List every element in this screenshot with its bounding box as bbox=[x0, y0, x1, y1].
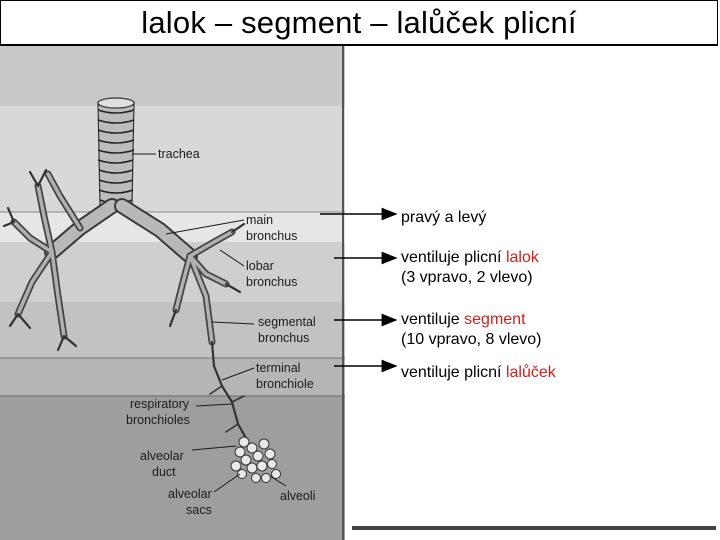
label-segmental-bronchus: bronchus bbox=[258, 331, 309, 345]
leader-lines bbox=[132, 153, 287, 493]
label-segmental: segmental bbox=[258, 315, 316, 329]
label-alveolar-2: alveolar bbox=[168, 487, 212, 501]
pointer-arrows bbox=[320, 190, 400, 390]
title-bar: lalok – segment – lalůček plicní bbox=[0, 0, 718, 46]
label-lobar: lobar bbox=[246, 259, 274, 273]
note-lobar-highlight: lalok bbox=[505, 249, 539, 266]
note-lobar: ventiluje plicní lalok (3 vpravo, 2 vlev… bbox=[401, 248, 539, 288]
note-main-text: pravý a levý bbox=[401, 209, 487, 226]
note-lobule-highlight: lalůček bbox=[505, 364, 556, 381]
note-segment-prefix: ventiluje bbox=[401, 311, 465, 328]
slide-title: lalok – segment – lalůček plicní bbox=[141, 5, 577, 40]
bottom-rule bbox=[352, 526, 716, 530]
note-segment-highlight: segment bbox=[464, 311, 526, 328]
label-trachea: trachea bbox=[158, 147, 200, 161]
note-lobule-prefix: ventiluje plicní bbox=[401, 364, 506, 381]
label-main: main bbox=[246, 213, 273, 227]
band-text-smudge bbox=[0, 46, 345, 106]
label-alveolar: alveolar bbox=[140, 449, 184, 463]
band-segmental bbox=[0, 302, 345, 358]
note-lobule: ventiluje plicní lalůček bbox=[401, 363, 556, 383]
label-lobar-bronchus: bronchus bbox=[246, 275, 297, 289]
label-terminal-bronchiole: bronchiole bbox=[256, 377, 314, 391]
note-main-bronchus: pravý a levý bbox=[401, 208, 486, 228]
band-respiratory bbox=[0, 396, 345, 540]
label-alveolar-sacs: sacs bbox=[186, 503, 212, 517]
note-lobar-count: (3 vpravo, 2 vlevo) bbox=[401, 269, 533, 286]
band-terminal bbox=[0, 358, 345, 396]
alveoli-cluster bbox=[230, 436, 281, 483]
label-alveolar-duct: duct bbox=[152, 465, 176, 479]
label-alveoli: alveoli bbox=[280, 489, 315, 503]
note-segment: ventiluje segment (10 vpravo, 8 vlevo) bbox=[401, 310, 542, 350]
airway-illustration: trachea main bronchus lobar bronchus seg… bbox=[0, 46, 345, 540]
bronchial-tree bbox=[2, 168, 248, 440]
note-lobar-prefix: ventiluje plicní bbox=[401, 249, 506, 266]
label-terminal: terminal bbox=[256, 361, 300, 375]
trachea-shape bbox=[97, 97, 135, 207]
label-respiratory-bronchioles: bronchioles bbox=[126, 413, 190, 427]
label-respiratory: respiratory bbox=[130, 397, 190, 411]
note-segment-count: (10 vpravo, 8 vlevo) bbox=[401, 331, 542, 348]
label-main-bronchus: bronchus bbox=[246, 229, 297, 243]
airway-figure: trachea main bronchus lobar bronchus seg… bbox=[0, 46, 345, 540]
